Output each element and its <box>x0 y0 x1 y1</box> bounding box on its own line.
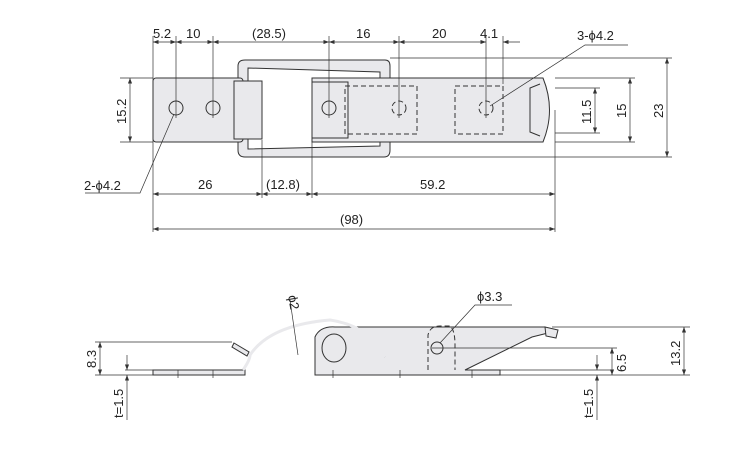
hinge-curl <box>321 333 347 363</box>
wire-dia-label: ϕ2 <box>285 294 302 311</box>
hinge-knuckle <box>233 80 263 140</box>
latch-tip <box>544 326 559 339</box>
dim-8-3: 8.3 <box>84 350 99 368</box>
latch-body <box>311 77 550 143</box>
hidden-outline-2 <box>454 85 504 135</box>
hidden-outline-1 <box>344 85 418 135</box>
dim-20: 20 <box>432 26 446 41</box>
top-view: 5.2 10 (28.5) 16 20 4.1 3-ϕ4.2 2-ϕ4.2 26… <box>84 26 672 232</box>
dim-26: 26 <box>198 177 212 192</box>
thickness-left: t=1.5 <box>111 389 126 418</box>
base-plate-side <box>152 369 246 376</box>
dim-16: 16 <box>356 26 370 41</box>
dim-10: 10 <box>186 26 200 41</box>
thickness-right: t=1.5 <box>581 389 596 418</box>
dim-4-1: 4.1 <box>480 26 498 41</box>
dim-28-5: (28.5) <box>252 26 286 41</box>
dim-15-2: 15.2 <box>114 99 129 124</box>
side-view: ϕ3.3 ϕ2 8.3 t=1.5 t=1.5 6.5 13.2 <box>84 289 690 420</box>
dim-13-2: 13.2 <box>668 341 683 366</box>
wire-end <box>231 342 250 357</box>
dim-5-2: 5.2 <box>153 26 171 41</box>
dim-98: (98) <box>340 212 363 227</box>
dim-11-5: 11.5 <box>579 100 594 124</box>
dim-23: 23 <box>651 104 666 118</box>
base-plate <box>152 77 244 143</box>
dim-59-2: 59.2 <box>420 177 445 192</box>
hole-callout-right: 3-ϕ4.2 <box>577 28 614 43</box>
dim-6-5: 6.5 <box>614 354 629 372</box>
dim-15: 15 <box>614 104 629 118</box>
pivot-block <box>311 81 349 139</box>
dim-12-8: (12.8) <box>266 177 300 192</box>
latch-side-body <box>314 326 554 376</box>
hole-callout-left: 2-ϕ4.2 <box>84 178 121 193</box>
hole-dia-label: ϕ3.3 <box>477 289 502 304</box>
